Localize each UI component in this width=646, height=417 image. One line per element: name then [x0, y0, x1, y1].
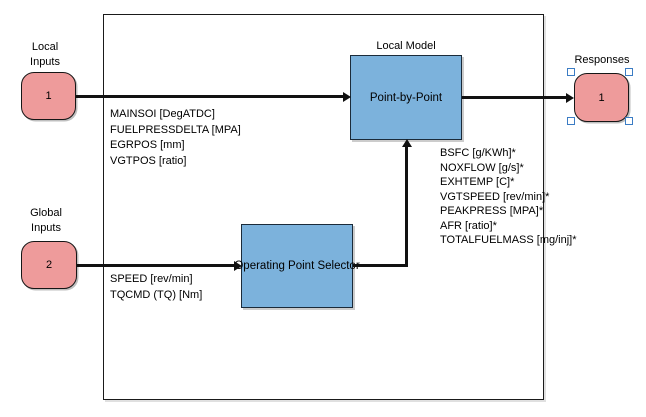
signal-label: EGRPOS [mm] — [110, 139, 185, 151]
arrowhead-local-model-bottom-input — [401, 139, 412, 147]
signal-label: TOTALFUELMASS [mg/inj]* — [440, 234, 577, 246]
global-input-signal-list: SPEED [rev/min] TQCMD (TQ) [Nm] — [110, 272, 202, 303]
arrowhead-selector-input — [234, 260, 242, 271]
arrowhead-local-model-input — [343, 91, 351, 102]
signal-label: MAINSOI [DegATDC] — [110, 108, 215, 120]
responses-port-number: 1 — [598, 91, 605, 104]
signal-label: EXHTEMP [C]* — [440, 176, 515, 188]
operating-point-selector-block[interactable]: Operating Point Selector — [234, 224, 360, 308]
global-inputs-label: Global Inputs — [11, 206, 81, 236]
responses-port-block[interactable]: 1 — [574, 73, 629, 122]
wire-local-model-to-responses[interactable] — [462, 96, 566, 99]
arrowhead-responses-input — [566, 92, 574, 103]
global-inputs-port-number: 2 — [45, 259, 53, 271]
signal-label: VGTPOS [ratio] — [110, 154, 187, 167]
wire-local-inputs-to-local-model[interactable] — [76, 95, 344, 98]
local-inputs-port-block[interactable]: 1 — [21, 72, 76, 120]
local-inputs-port-number: 1 — [45, 90, 52, 102]
local-inputs-label-line1: Local — [31, 41, 59, 53]
selection-handle-bottom-left[interactable] — [567, 117, 575, 125]
local-model-block-label: Point-by-Point — [369, 91, 443, 104]
responses-label: Responses — [574, 54, 630, 66]
signal-label: SPEED [rev/min] — [110, 273, 193, 285]
wire-selector-elbow-vertical[interactable] — [405, 147, 408, 267]
subsystem-boundary-rect[interactable] — [103, 14, 544, 400]
signal-label: BSFC [g/KWh]* — [440, 147, 516, 159]
local-inputs-label-line2: Inputs — [30, 56, 60, 68]
local-inputs-label: Local Inputs — [10, 40, 80, 70]
global-inputs-label-line2: Inputs — [31, 222, 61, 234]
global-inputs-port-block[interactable]: 2 — [21, 241, 77, 289]
selection-handle-top-left[interactable] — [567, 68, 575, 76]
signal-label: VGTSPEED [rev/min]* — [440, 190, 550, 203]
operating-point-selector-label: Operating Point Selector — [234, 260, 360, 272]
wire-selector-elbow-horizontal[interactable] — [353, 264, 408, 267]
local-model-title: Local Model — [376, 40, 436, 52]
selection-handle-bottom-right[interactable] — [625, 117, 633, 125]
response-signal-list: BSFC [g/KWh]* NOXFLOW [g/s]* EXHTEMP [C]* V… — [440, 146, 577, 248]
selection-handle-top-right[interactable] — [625, 68, 633, 76]
local-model-block[interactable]: Point-by-Point — [350, 55, 462, 140]
signal-label: NOXFLOW [g/s]* — [440, 161, 524, 174]
local-input-signal-list: MAINSOI [DegATDC] FUELPRESSDELTA [MPA] EGR… — [110, 107, 241, 169]
wire-global-inputs-to-selector[interactable] — [77, 264, 234, 267]
signal-label: FUELPRESSDELTA [MPA] — [110, 123, 241, 136]
signal-label: TQCMD (TQ) [Nm] — [110, 288, 203, 301]
global-inputs-label-line1: Global — [30, 207, 62, 219]
signal-label: PEAKPRESS [MPA]* — [440, 205, 544, 217]
signal-label: AFR [ratio]* — [440, 219, 497, 232]
